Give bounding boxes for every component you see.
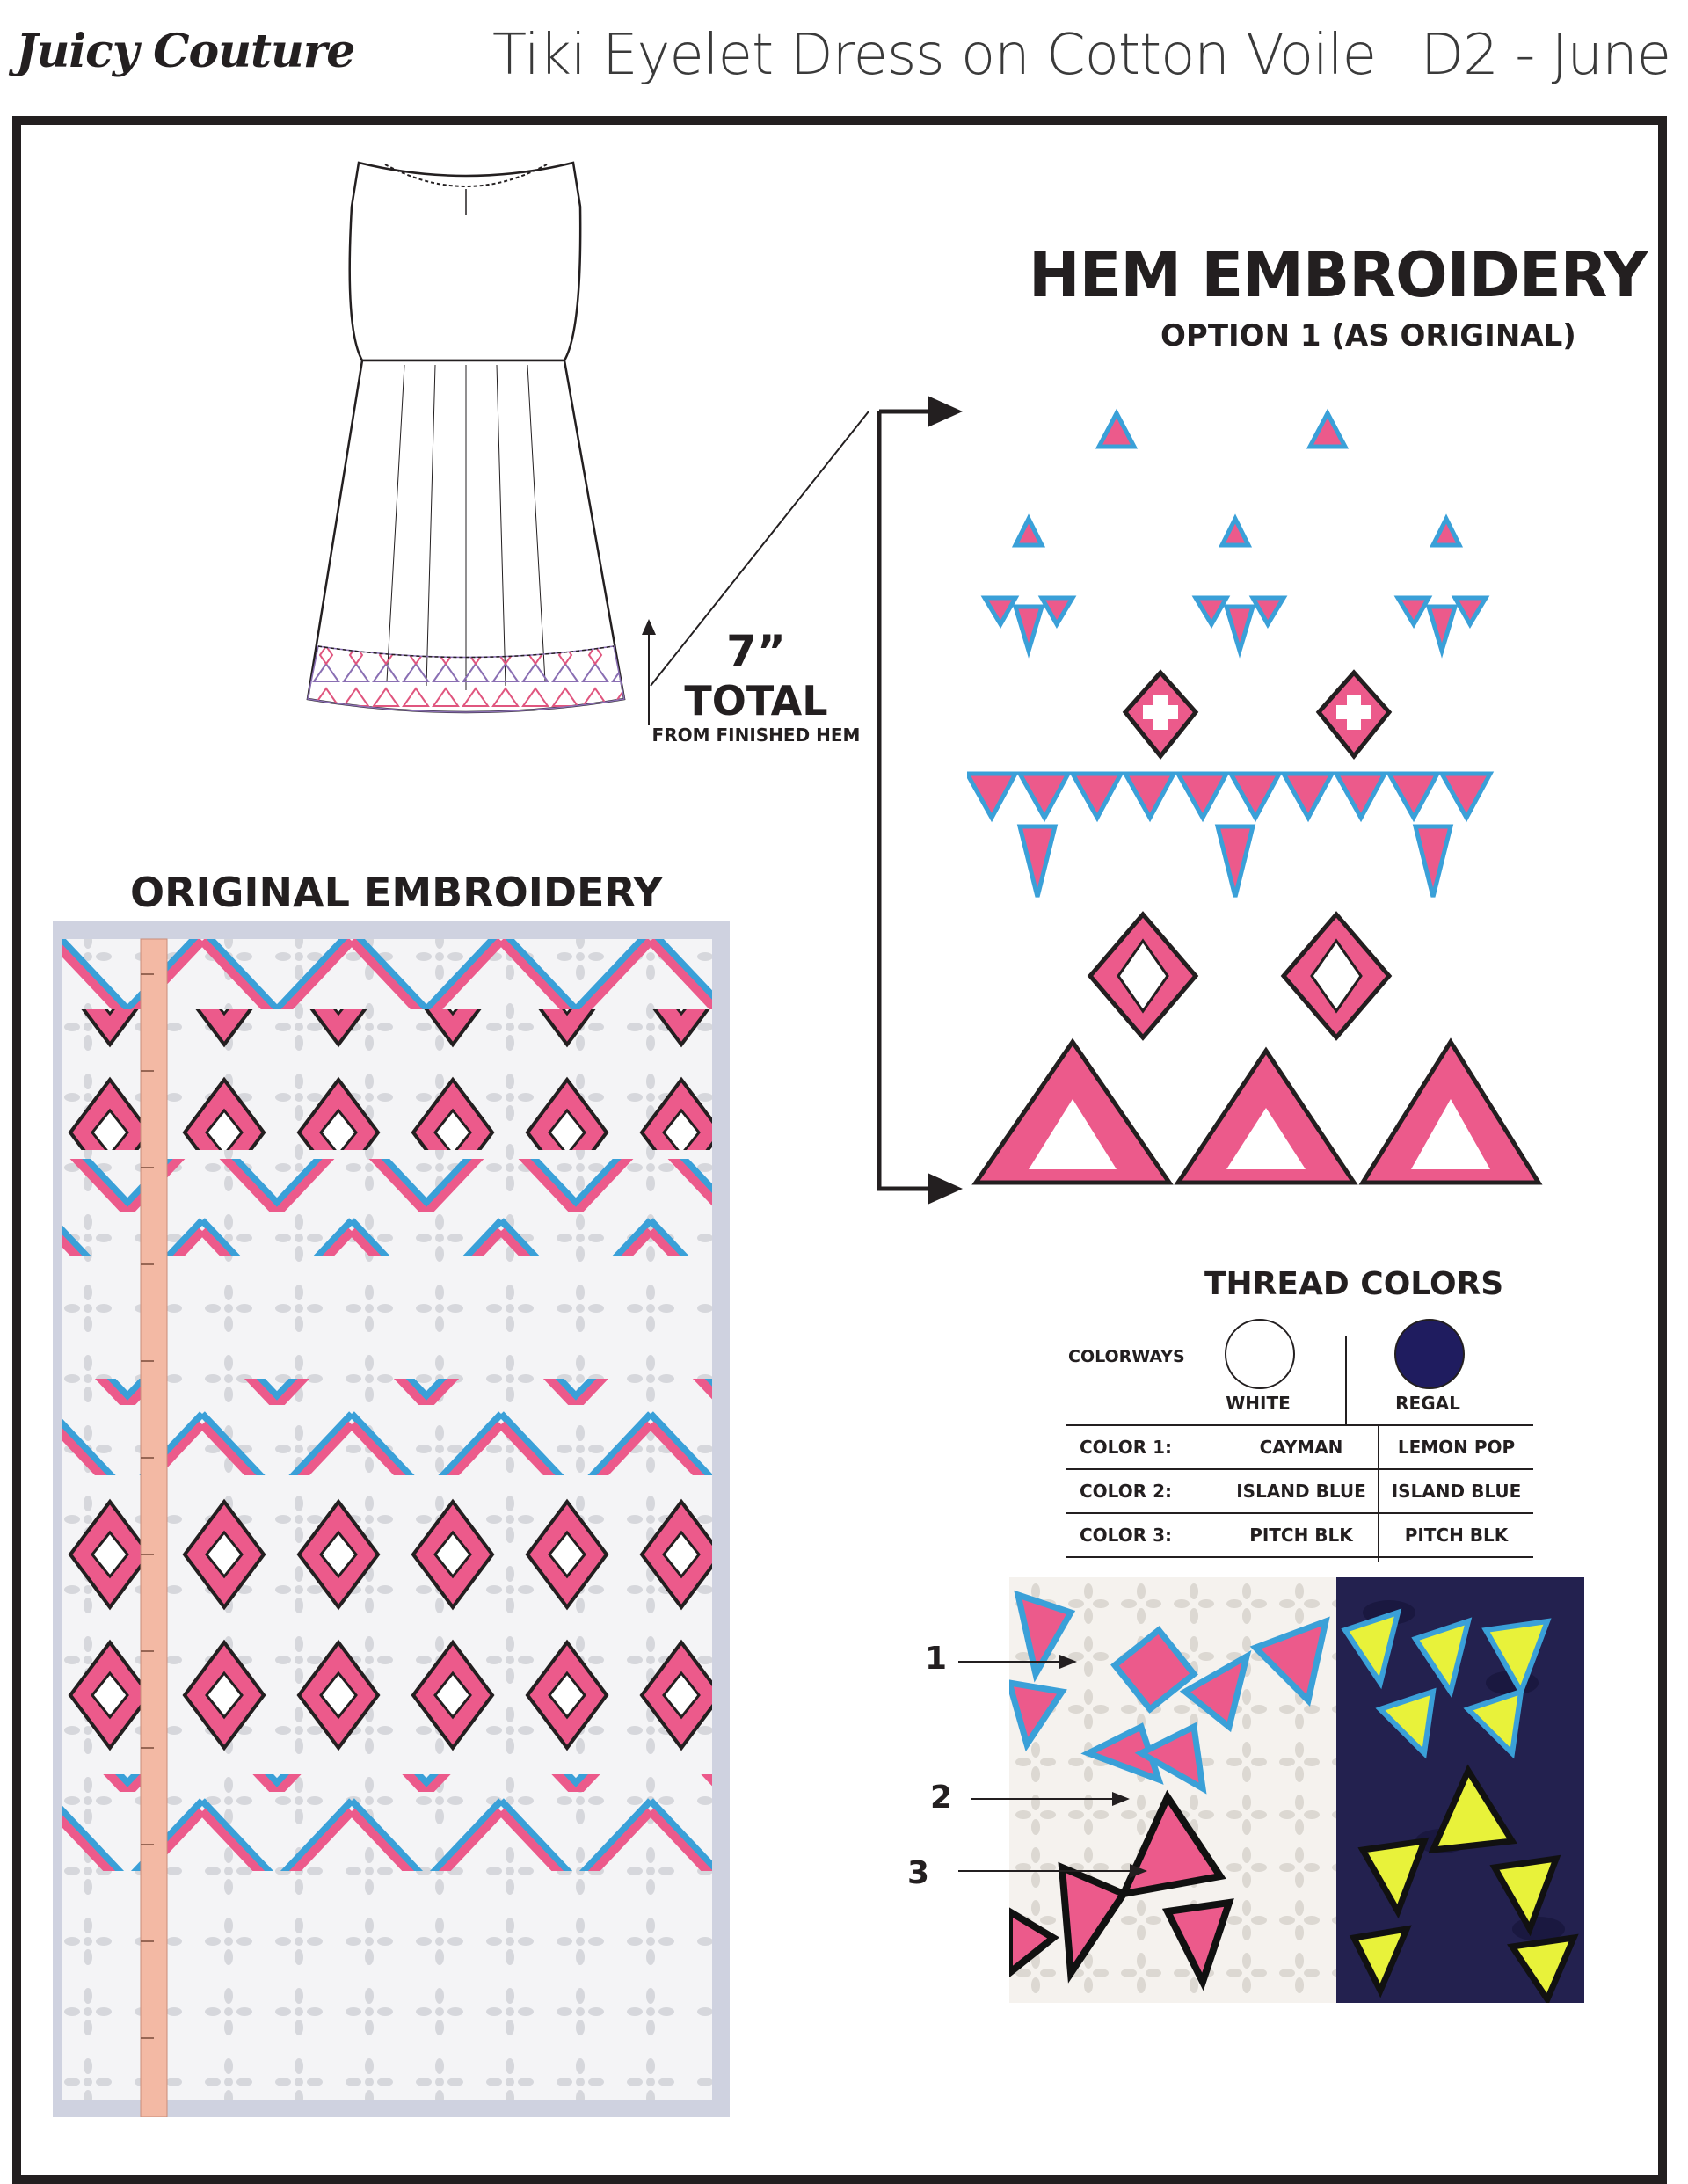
swatch-white [1225, 1319, 1295, 1389]
measure-value: 7” [726, 626, 786, 677]
hem-embroidery-subtitle: OPTION 1 (AS ORIGINAL) [1160, 318, 1576, 353]
callout-1: 1 [925, 1641, 948, 1677]
colorway-white-name: WHITE [1226, 1393, 1291, 1414]
closeup-regal-photo [1336, 1577, 1584, 2003]
row-label: COLOR 1: [1066, 1424, 1225, 1469]
original-embroidery-photo [53, 921, 730, 2117]
colorway-regal-name: REGAL [1395, 1393, 1460, 1414]
measure-note: FROM FINISHED HEM [651, 724, 861, 746]
swatch-regal [1394, 1319, 1465, 1389]
cell-regal: PITCH BLK [1379, 1512, 1533, 1557]
dress-sketch [306, 161, 626, 714]
hem-embroidery-title: HEM EMBROIDERY [1029, 239, 1648, 311]
thread-colors-title: THREAD COLORS [1204, 1266, 1504, 1302]
row-label: COLOR 3: [1066, 1512, 1225, 1557]
page-title: Tiki Eyelet Dress on Cotton Voile [492, 23, 1377, 88]
table-row: COLOR 1: CAYMAN LEMON POP [1066, 1424, 1533, 1469]
colorway-divider [1345, 1336, 1347, 1424]
cell-white: PITCH BLK [1225, 1512, 1379, 1557]
hem-embroidery-artwork [967, 408, 1543, 1185]
detail-connector [650, 396, 963, 1205]
cell-white: ISLAND BLUE [1225, 1468, 1379, 1513]
row-label: COLOR 2: [1066, 1468, 1225, 1513]
colorways-label: COLORWAYS [1068, 1347, 1185, 1366]
callout-arrows [958, 1655, 1147, 1878]
callout-3: 3 [907, 1855, 930, 1891]
season-label: D2 - June [1420, 23, 1671, 88]
table-row: COLOR 3: PITCH BLK PITCH BLK [1066, 1512, 1533, 1557]
hem-measurement: 7” TOTAL FROM FINISHED HEM [615, 626, 897, 746]
brand-logo: Juicy Couture [16, 25, 355, 78]
closeup-white-photo [1009, 1577, 1336, 2003]
measure-arrow [642, 619, 656, 725]
content-frame [12, 116, 1667, 2184]
cell-regal: ISLAND BLUE [1379, 1468, 1533, 1513]
table-row: COLOR 2: ISLAND BLUE ISLAND BLUE [1066, 1468, 1533, 1513]
cell-regal: LEMON POP [1379, 1424, 1533, 1469]
original-embroidery-title: ORIGINAL EMBROIDERY [130, 869, 663, 916]
cell-white: CAYMAN [1225, 1424, 1379, 1469]
thread-color-table: COLOR 1: CAYMAN LEMON POP COLOR 2: ISLAN… [1066, 1424, 1533, 1562]
measure-label: TOTAL [684, 677, 828, 724]
callout-2: 2 [930, 1780, 953, 1816]
table-row [1066, 1556, 1533, 1562]
